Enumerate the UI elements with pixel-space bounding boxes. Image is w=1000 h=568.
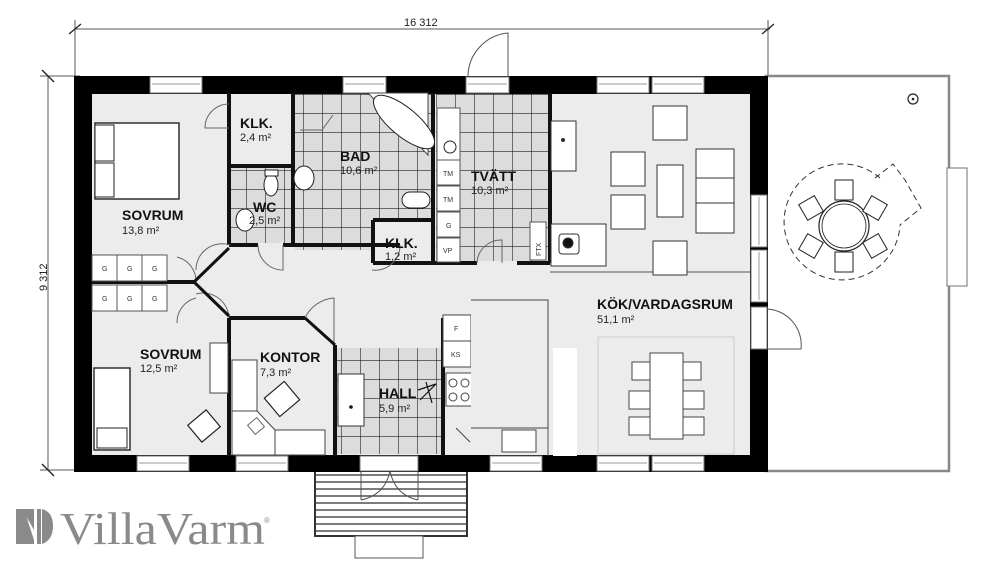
brand-name: VillaVarm bbox=[60, 503, 265, 554]
height-dimension-label: 9 312 bbox=[38, 263, 50, 291]
svg-text:TM: TM bbox=[443, 197, 453, 204]
room-name-sovrum1: SOVRUM bbox=[122, 207, 183, 223]
terrace-door[interactable] bbox=[766, 308, 802, 350]
sovrum-chair bbox=[186, 409, 222, 443]
room-area-sovrum2: 12,5 m² bbox=[140, 363, 178, 375]
round-table bbox=[818, 200, 870, 252]
svg-text:G: G bbox=[446, 223, 451, 230]
room-area-klk1: 2,4 m² bbox=[240, 132, 272, 144]
entrance-porch bbox=[314, 470, 468, 559]
single-bed bbox=[93, 367, 131, 451]
room-area-klk2: 1,2 m² bbox=[385, 251, 417, 263]
room-area-hall: 5,9 m² bbox=[379, 403, 411, 415]
room-name-klk2: KLK. bbox=[385, 235, 418, 251]
room-area-sovrum1: 13,8 m² bbox=[122, 225, 160, 237]
sovrum-desk bbox=[209, 342, 229, 394]
svg-text:F: F bbox=[454, 326, 458, 333]
hall-ceiling-light-icon bbox=[417, 381, 437, 404]
svg-text:FTX: FTX bbox=[536, 242, 543, 256]
room-area-kok: 51,1 m² bbox=[597, 314, 635, 326]
svg-text:KS: KS bbox=[451, 352, 461, 359]
double-bed bbox=[94, 122, 180, 200]
tvatt-exterior-door[interactable] bbox=[467, 32, 509, 77]
room-name-hall: HALL bbox=[379, 385, 417, 401]
kitchen: F KS bbox=[442, 299, 735, 456]
interior-walls bbox=[92, 93, 552, 456]
dimension-width: 16 312 bbox=[68, 17, 775, 80]
dimension-height: 9 312 bbox=[38, 69, 80, 477]
svg-text:G: G bbox=[127, 266, 132, 273]
room-name-sovrum2: SOVRUM bbox=[140, 346, 201, 362]
laundry-appliances: TM TM G VP FTX bbox=[436, 107, 547, 263]
room-name-kontor: KONTOR bbox=[260, 349, 320, 365]
svg-text:G: G bbox=[152, 266, 157, 273]
terrace bbox=[764, 74, 968, 473]
bad-sink bbox=[293, 165, 315, 191]
room-name-wc: WC bbox=[253, 199, 276, 215]
wc-toilet bbox=[263, 173, 279, 197]
room-area-wc: 2,5 m² bbox=[249, 215, 281, 227]
klk2-floor bbox=[375, 220, 431, 262]
wc-floor bbox=[229, 166, 291, 243]
room-labels: SOVRUM 13,8 m² KLK. 2,4 m² WC 2,5 m² BAD… bbox=[122, 115, 733, 415]
logo-mark-icon bbox=[16, 509, 53, 544]
room-name-tvatt: TVÄTT bbox=[471, 168, 517, 184]
room-name-klk1: KLK. bbox=[240, 115, 273, 131]
kontor-shelf bbox=[274, 429, 326, 456]
svg-text:VP: VP bbox=[443, 248, 453, 255]
wc-sink bbox=[235, 208, 255, 232]
svg-text:G: G bbox=[102, 266, 107, 273]
hall-cabinet bbox=[337, 373, 365, 427]
outdoor-light-icon bbox=[907, 93, 919, 105]
svg-text:G: G bbox=[102, 296, 107, 303]
living-furniture bbox=[550, 105, 735, 276]
room-area-kontor: 7,3 m² bbox=[260, 367, 292, 379]
wardrobes: G G G G G G bbox=[91, 254, 168, 312]
svg-text:G: G bbox=[127, 296, 132, 303]
villavarm-logo: VillaVarm ® bbox=[16, 503, 270, 554]
kontor-desk bbox=[231, 359, 258, 412]
registered-mark: ® bbox=[264, 516, 270, 525]
interior-doors[interactable] bbox=[176, 103, 503, 347]
office-chair bbox=[263, 380, 301, 418]
windows bbox=[136, 76, 768, 472]
room-name-bad: BAD bbox=[340, 148, 370, 164]
width-dimension-label: 16 312 bbox=[404, 17, 438, 29]
bad-toilet bbox=[401, 191, 431, 209]
room-area-tvatt: 10,3 m² bbox=[471, 185, 509, 197]
room-area-bad: 10,6 m² bbox=[340, 165, 378, 177]
svg-text:TM: TM bbox=[443, 171, 453, 178]
room-name-kok: KÖK/VARDAGSRUM bbox=[597, 296, 733, 312]
svg-text:G: G bbox=[152, 296, 157, 303]
